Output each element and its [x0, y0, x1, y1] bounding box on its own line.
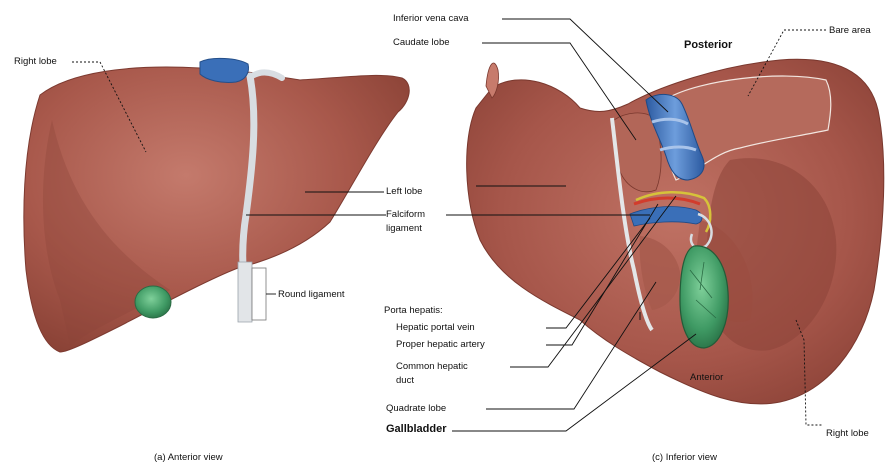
label-hepatic-portal-vein: Hepatic portal vein	[396, 322, 475, 333]
caption-inferior-view: (c) Inferior view	[652, 452, 717, 463]
label-round-ligament: Round ligament	[278, 289, 345, 300]
round-ligament-tag	[252, 268, 266, 320]
label-falciform-line1: Falciform	[386, 209, 425, 220]
caption-anterior-view: (a) Anterior view	[154, 452, 223, 463]
label-common-hepatic-duct-2: duct	[396, 375, 414, 386]
label-posterior: Posterior	[684, 40, 732, 51]
label-proper-hepatic-artery: Proper hepatic artery	[396, 339, 485, 350]
label-left-lobe: Left lobe	[386, 186, 422, 197]
anterior-view-liver	[24, 58, 409, 352]
label-quadrate-lobe: Quadrate lobe	[386, 403, 446, 414]
label-anterior: Anterior	[690, 372, 723, 383]
label-caudate-lobe: Caudate lobe	[393, 37, 450, 48]
label-falciform-line2: ligament	[386, 223, 422, 234]
gallbladder-tip-anterior	[135, 286, 171, 318]
label-right-lobe-inferior: Right lobe	[826, 428, 869, 439]
label-common-hepatic-duct-1: Common hepatic	[396, 361, 468, 372]
label-bare-area: Bare area	[829, 25, 871, 36]
ivc-anterior	[200, 58, 249, 82]
round-ligament	[238, 262, 252, 322]
inferior-view-liver	[467, 59, 884, 404]
label-inferior-vena-cava: Inferior vena cava	[393, 13, 469, 24]
label-right-lobe-anterior: Right lobe	[14, 56, 57, 67]
label-porta-hepatis: Porta hepatis:	[384, 305, 443, 316]
label-gallbladder: Gallbladder	[386, 424, 447, 435]
